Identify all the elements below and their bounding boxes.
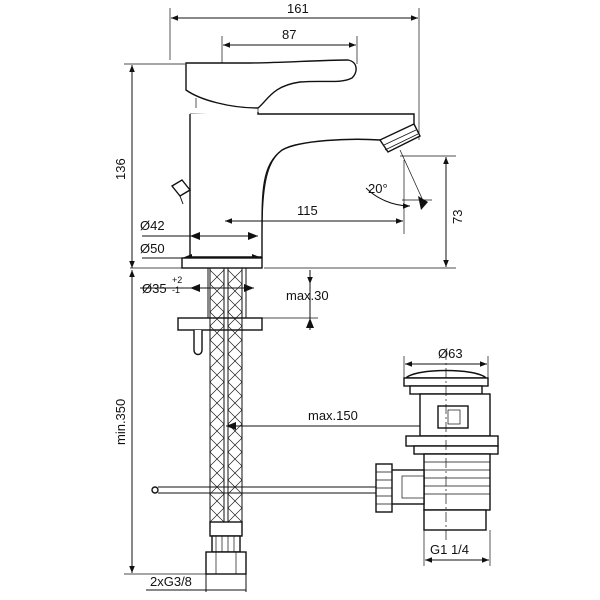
- dim-connection-label: 2xG3/8: [150, 574, 192, 589]
- aerator: [378, 123, 421, 153]
- dim-max30-label: max.30: [286, 288, 329, 303]
- dim-115-label: 115: [297, 203, 318, 218]
- dim-d63-label: Ø63: [438, 346, 463, 361]
- dimension-angle: 20°: [365, 149, 432, 210]
- flex-hoses: [205, 267, 247, 575]
- popup-rod: [151, 486, 378, 494]
- dim-d35-tol-minus: -1: [172, 285, 180, 295]
- dimension-min350: min.350: [113, 270, 206, 575]
- dim-161-label: 161: [287, 1, 309, 16]
- dimension-115: 115: [225, 160, 405, 234]
- dim-max150-label: max.150: [308, 408, 358, 423]
- dimension-max150: max.150: [226, 408, 446, 430]
- pop-up-waste: [375, 350, 499, 540]
- base-plate: [130, 257, 263, 269]
- dimension-max30: max.30: [262, 270, 329, 330]
- dimension-136: 136: [113, 63, 185, 268]
- popup-knob: [170, 179, 192, 205]
- dim-d50-label: Ø50: [140, 241, 165, 256]
- dim-min350-label: min.350: [113, 399, 128, 445]
- dimension-d63: Ø63: [403, 346, 489, 378]
- dim-136-label: 136: [113, 158, 128, 180]
- faucet-body: [170, 59, 421, 258]
- dim-d35-label: Ø35: [142, 281, 167, 296]
- dim-73-label: 73: [450, 210, 465, 224]
- dimension-d42: Ø42: [140, 218, 258, 240]
- dim-thread-label: G1 1/4: [430, 542, 469, 557]
- dim-d42-label: Ø42: [140, 218, 165, 233]
- dimension-d35: Ø35 +2 -1: [140, 275, 254, 296]
- dimension-thread: G1 1/4: [423, 530, 491, 566]
- threaded-shank: [177, 268, 263, 356]
- dim-d35-tol-plus: +2: [172, 275, 182, 285]
- dimension-161: 161: [169, 1, 420, 140]
- dimension-73: 73: [264, 155, 465, 269]
- angle-label: 20°: [368, 181, 388, 196]
- dimension-connection: 2xG3/8: [146, 574, 247, 592]
- dim-87-label: 87: [282, 27, 296, 42]
